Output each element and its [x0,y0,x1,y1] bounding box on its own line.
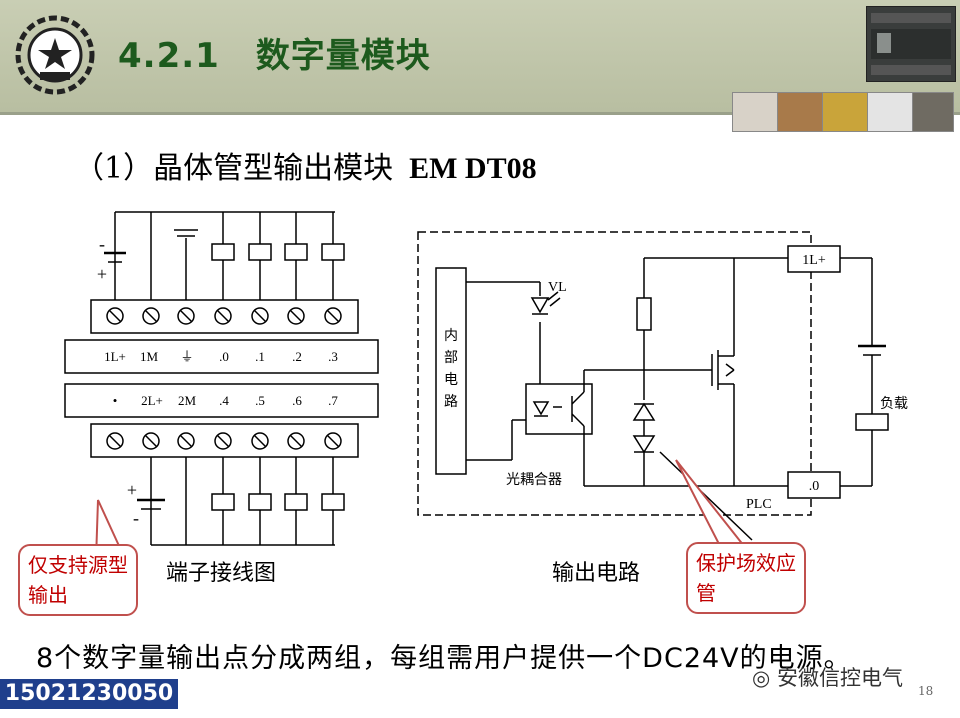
internal-circuit-char: 电 [444,372,458,388]
terminal-label-q5: .5 [255,393,265,408]
module-model: EM DT08 [409,152,537,185]
lower-supply-plus: + [127,480,137,500]
watermark: ◎ 安徽信控电气 [752,662,903,692]
internal-circuit-char: 内 [444,328,458,344]
page-number: 18 [918,684,934,698]
terminal-label-q3: .3 [328,349,338,364]
terminal-label-q6: .6 [292,393,302,408]
terminal-label-q4: .4 [219,393,229,408]
watermark-text: 安徽信控电气 [777,666,903,690]
subtitle-prefix: （1）晶体管型输出模块 [74,151,394,186]
output-circuit-caption: 输出电路 [552,561,641,586]
phone-number: 15021230050 [0,679,178,709]
decor-photo-4 [867,92,913,132]
bottom-note: 8个数字量输出点分成两组，每组需用户提供一个DC24V的电源。 [36,643,852,674]
load-label: 负载 [880,396,908,412]
terminal-label-2l: 2L+ [141,393,163,408]
output-circuit [417,231,889,541]
terminal-label-1m: 1M [140,349,159,364]
callout-protection-text: 保护场效应管 [696,551,796,605]
terminal-0-label: .0 [809,479,820,494]
terminal-label-2m: 2M [178,393,197,408]
lower-supply-minus: - [133,508,139,528]
terminal-label-1l: 1L+ [104,349,126,364]
slide-subtitle: （1）晶体管型输出模块 EM DT08 [74,143,537,187]
callout-source-type: 仅支持源型输出 [18,544,138,616]
terminal-diagram-caption: 端子接线图 [166,561,277,586]
university-logo-icon [15,15,95,95]
terminal-label-ground: ⏚ [180,349,193,364]
vl-label: VL [548,280,567,295]
plc-photo [866,6,956,82]
internal-circuit-char: 路 [444,394,458,410]
decor-photo-1 [732,92,778,132]
decor-photo-5 [912,92,954,132]
callout-source-type-text: 仅支持源型输出 [28,553,128,607]
terminal-label-q0: .0 [219,349,229,364]
slide-header: 4.2.1 数字量模块 [0,0,960,115]
optocoupler-label: 光耦合器 [506,472,562,488]
terminal-diagram [64,211,379,546]
wechat-icon: ◎ [752,666,777,690]
decor-photo-2 [777,92,823,132]
plc-label: PLC [746,497,772,512]
section-title: 数字量模块 [255,36,431,76]
page-title: 4.2.1 数字量模块 [118,28,431,77]
internal-circuit-char: 部 [444,350,458,366]
section-number: 4.2.1 [118,36,220,76]
terminal-label-q2: .2 [292,349,302,364]
terminal-label-q1: .1 [255,349,265,364]
upper-supply-minus: - [99,234,105,254]
terminal-1l-label: 1L+ [802,253,826,268]
terminal-labels: 1L+ 1M ⏚ .0 .1 .2 .3 • 2L+ 2M .4 .5 .6 .… [104,349,338,408]
terminal-label-dot: • [113,393,118,408]
callout-protection: 保护场效应管 [686,542,806,614]
screw-terminals [106,307,342,450]
terminal-label-q7: .7 [328,393,338,408]
upper-supply-plus: + [97,264,107,284]
